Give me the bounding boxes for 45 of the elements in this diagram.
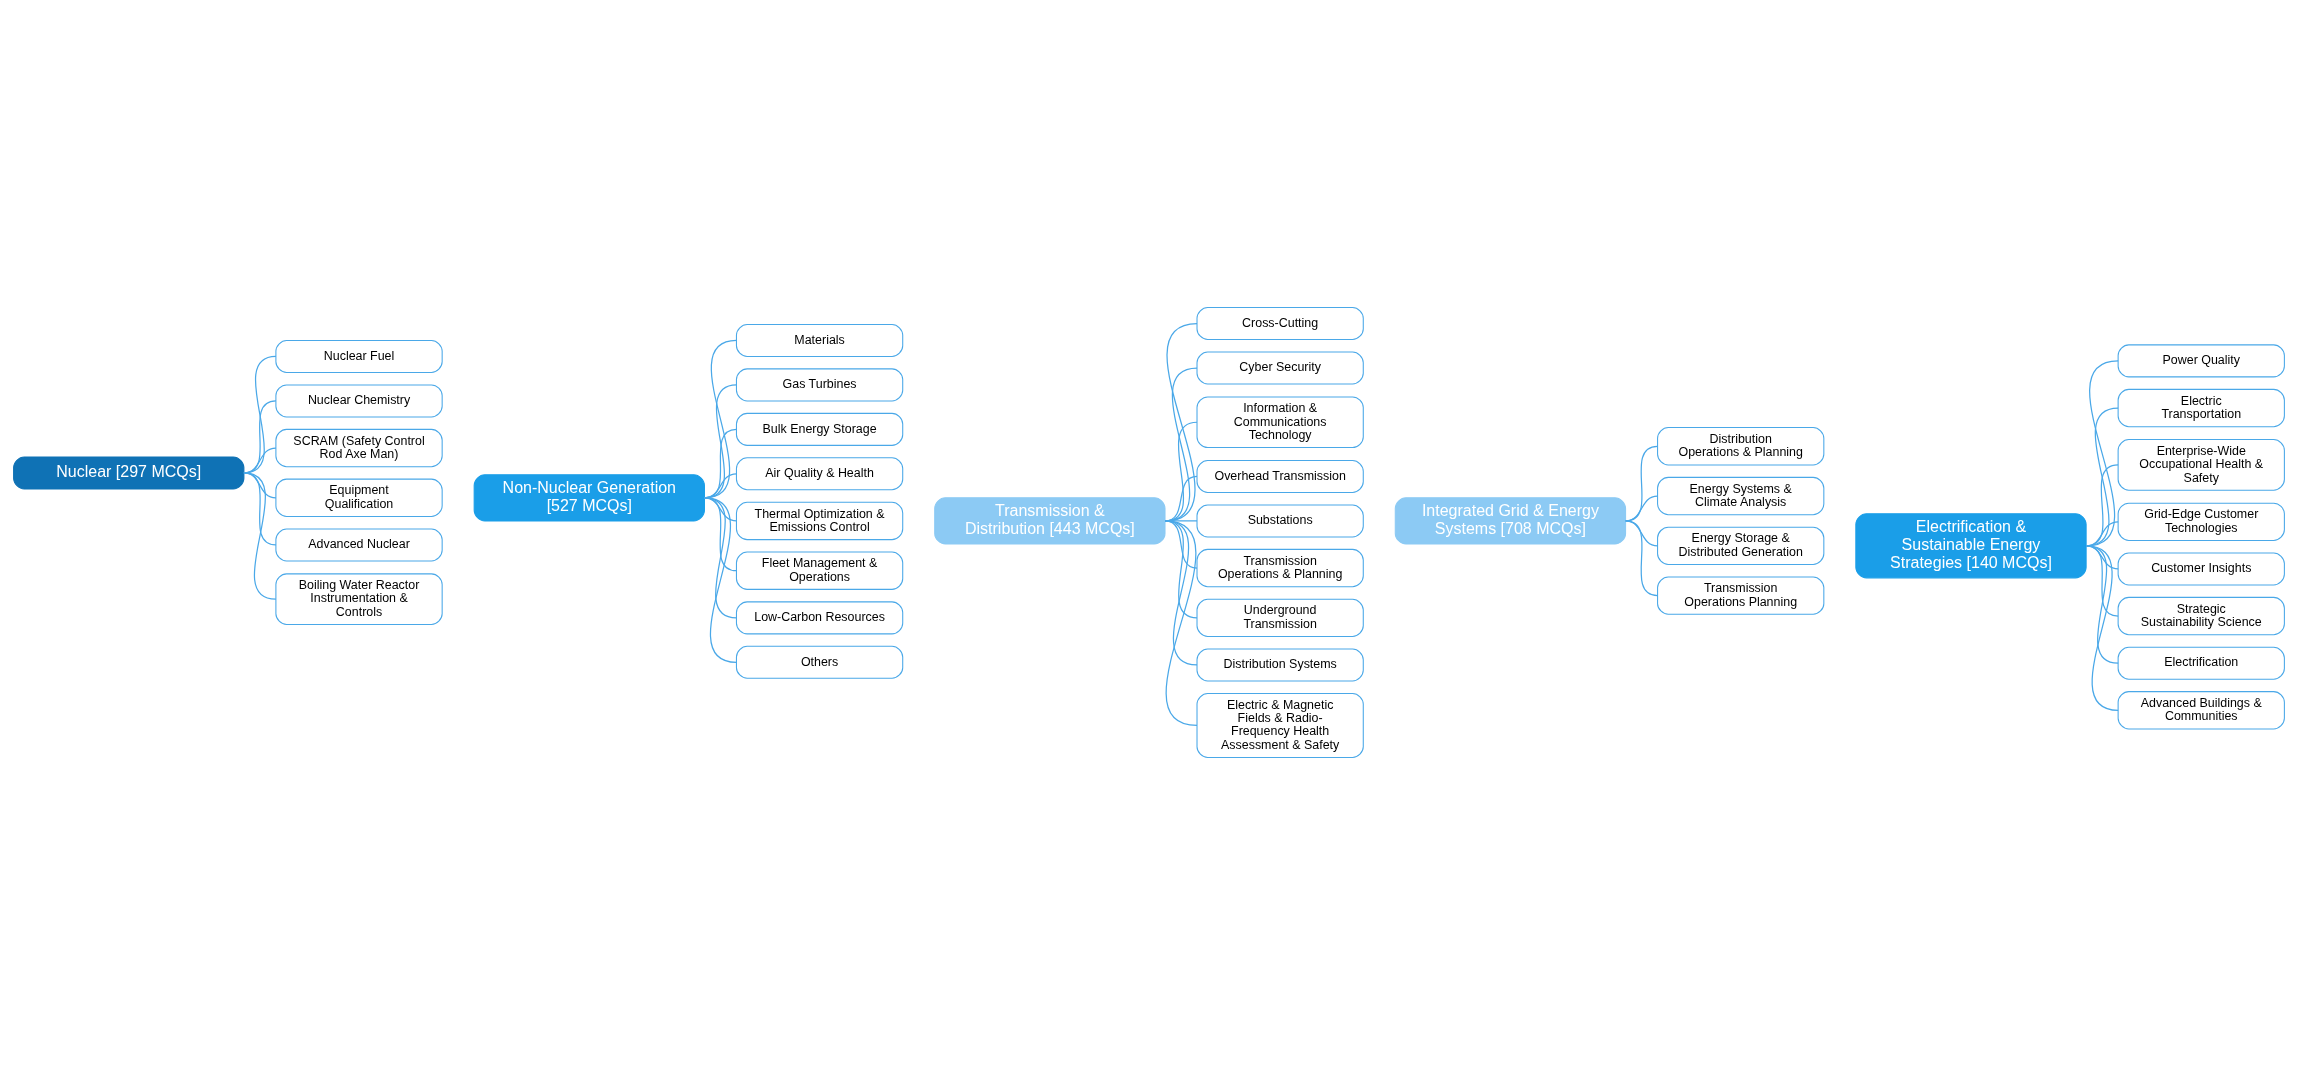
node-box: Low-Carbon Resources [735,601,904,635]
node-box: Grid-Edge Customer Technologies [2117,502,2285,542]
node-box: Nuclear Chemistry [275,384,443,418]
node-box: Nuclear Fuel [275,339,443,373]
connector [1164,322,1198,522]
node-box: Electric Transportation [2117,388,2285,428]
node-box: Strategic Sustainability Science [2117,596,2285,636]
node-box: Transmission Operations & Planning [1196,548,1364,588]
node-box: Energy Systems & Climate Analysis [1657,476,1825,516]
connector [1624,520,1659,597]
node-box: Transmission Operations Planning [1657,576,1825,615]
node-box: Transmission & Distribution [443 MCQs] [934,497,1166,545]
connector [1164,520,1198,727]
node-box: Others [735,645,904,679]
node-box: Underground Transmission [1196,598,1364,638]
node-box: Energy Storage & Distributed Generation [1657,526,1825,566]
node-box: Non-Nuclear Generation [527 MCQs] [473,474,705,522]
node-box: Nuclear [297 MCQs] [13,456,245,490]
node-box: Electrification & Sustainable Energy Strategies [140 MCQs] [1855,513,2087,579]
node-box: Customer Insights [2117,552,2285,586]
node-box: Distribution Operations & Planning [1657,427,1825,466]
node-box: SCRAM (Safety Control Rod Axe Man) [275,428,443,468]
node-box: Gas Turbines [735,368,904,402]
node-box: Materials [735,323,904,357]
node-box: Cyber Security [1196,351,1364,385]
node-box: Cross-Cutting [1196,307,1364,341]
node-box: Equipment Qualification [275,478,443,518]
node-box: Power Quality [2117,344,2285,378]
node-box: Advanced Buildings & Communities [2117,691,2285,730]
node-box: Boiling Water Reactor Instrumentation & Controls [275,573,443,626]
node-box: Electric & Magnetic Fields & Radio-Frequency Health Assessment & Safety [1196,692,1364,758]
node-box: Thermal Optimization & Emissions Control [735,501,904,541]
node-box: Fleet Management & Operations [735,551,904,590]
node-box: Distribution Systems [1196,648,1364,682]
node-box: Enterprise-Wide Occupational Health & Safety [2117,439,2285,491]
node-box: Electrification [2117,646,2285,680]
connector [2085,545,2119,711]
node-box: Integrated Grid & Energy Systems [708 MCQs] [1394,497,1627,545]
node-box: Overhead Transmission [1196,459,1364,494]
node-box: Substations [1196,504,1364,538]
node-box: Advanced Nuclear [275,528,443,562]
node-box: Air Quality & Health [735,457,904,491]
node-box: Information & Communications Technology [1196,396,1364,449]
node-box: Bulk Energy Storage [735,412,904,446]
connector [243,472,277,600]
